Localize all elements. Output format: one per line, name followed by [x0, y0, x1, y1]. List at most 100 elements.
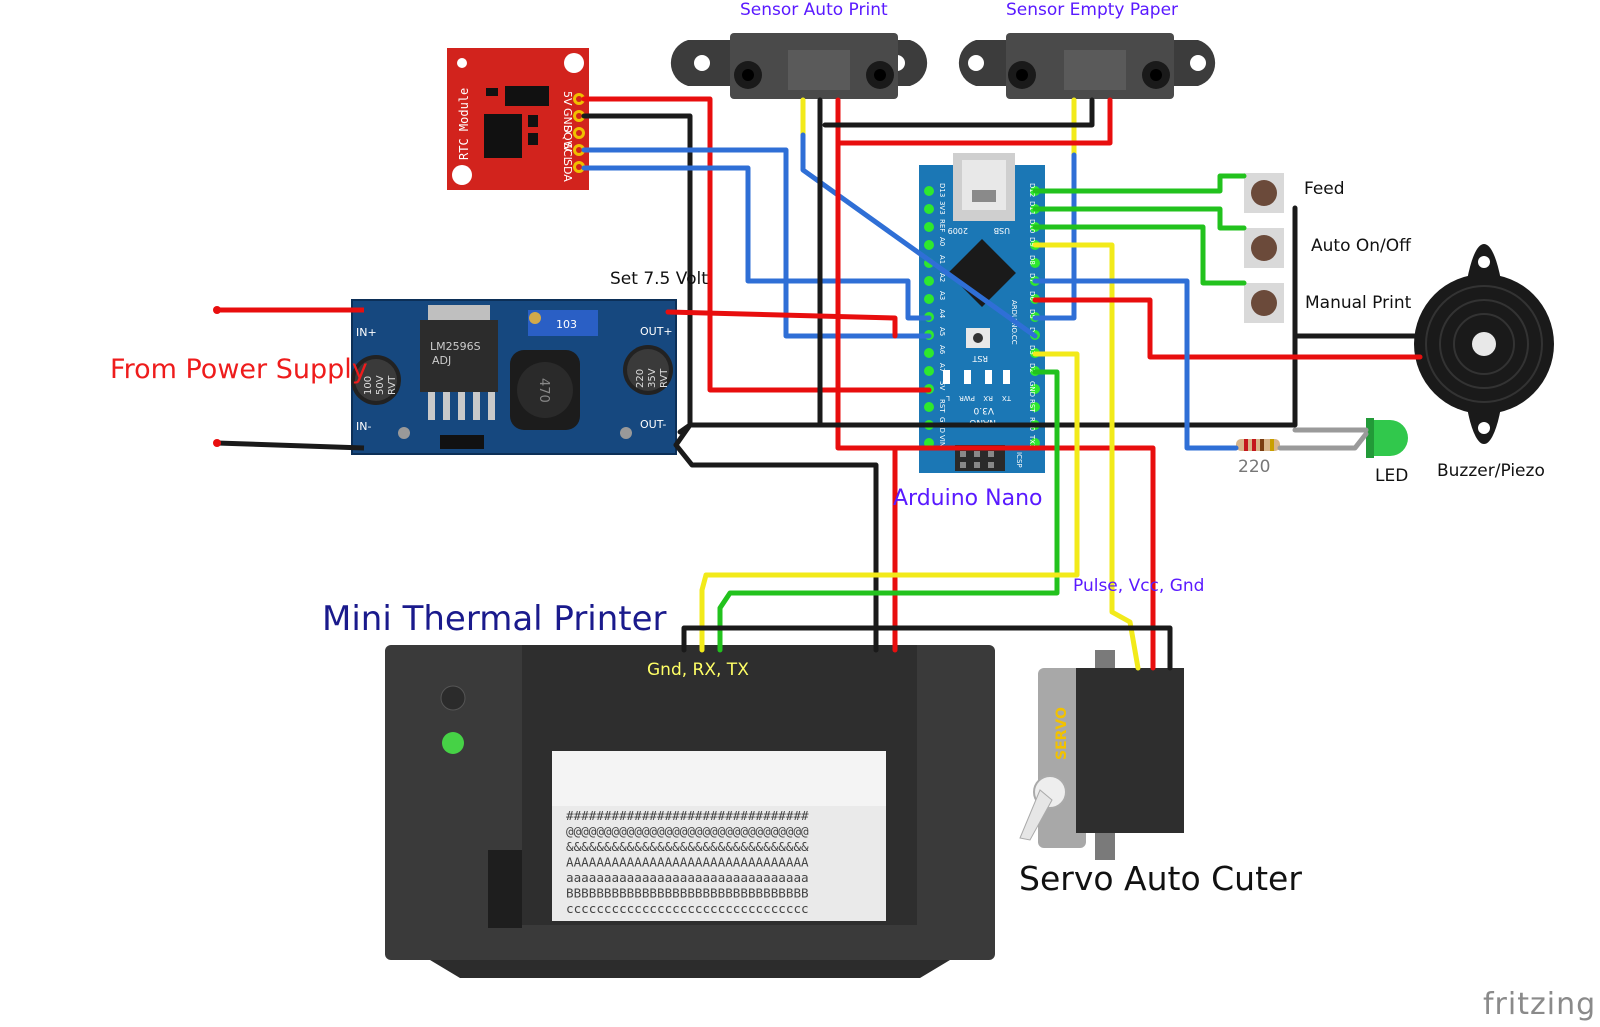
label-gnd-rx-tx: Gnd, RX, TX [647, 660, 749, 680]
power-supply-leads [213, 306, 365, 451]
cap-right-line3: RVT [659, 368, 670, 388]
thermal-printer: ################################@@@@@@@@… [385, 645, 995, 978]
nano-text-ver: V3.0 [973, 405, 994, 415]
wire [822, 97, 1095, 128]
nano-pin [924, 186, 934, 196]
paper-line: cccccccccccccccccccccccccccccccc [566, 901, 809, 916]
nano-pin [1030, 384, 1040, 394]
nano-pin-label: A0 [938, 237, 946, 246]
nano-pin-label: D13 [938, 183, 946, 197]
nano-pin-label: A5 [938, 327, 946, 336]
paper-line: aaaaaaaaaaaaaaaaaaaaaaaaaaaaaaaa [566, 870, 809, 885]
led [1366, 418, 1408, 458]
label-sensor-empty-paper: Sensor Empty Paper [1006, 0, 1179, 20]
wire [926, 445, 1156, 671]
nano-pin-label: TX1 [1028, 434, 1036, 449]
label-resistor-value: 220 [1238, 457, 1271, 477]
nano-pin-label: D5 [1028, 309, 1036, 319]
nano-pin-label: REF [938, 219, 946, 232]
nano-pin-label: GND [1028, 381, 1036, 397]
wire [681, 625, 1173, 671]
nano-text-year: 2009 [948, 226, 968, 235]
nano-pin [1030, 258, 1040, 268]
nano-pin-label: D8 [1028, 255, 1036, 265]
push-button-auto [1244, 228, 1284, 268]
nano-pin-label: D2 [1028, 363, 1036, 373]
wire [1032, 206, 1247, 231]
nano-led-l: L [946, 394, 950, 402]
resistor [1236, 439, 1280, 451]
buck-converter: 100 50V RVT 220 35V RVT LM2596S ADJ 470 … [351, 299, 677, 455]
nano-text-usb: USB [994, 226, 1010, 235]
rtc-pin-label: SDA [561, 159, 574, 182]
nano-pin-label: A2 [938, 273, 946, 282]
servo-label: SERVO [1054, 707, 1070, 760]
label-led: LED [1375, 466, 1409, 486]
label-servo-auto-cuter: Servo Auto Cuter [1019, 859, 1302, 898]
fritzing-logo: fritzing [1483, 987, 1597, 1022]
nano-pin-label: D3 [1028, 345, 1036, 355]
buzzer-piezo [1414, 244, 1554, 444]
nano-led-tx: TX [1002, 394, 1012, 402]
nano-pin [924, 348, 934, 358]
rtc-pin-label: SQW [561, 125, 574, 152]
nano-pin-label: A6 [938, 345, 946, 355]
nano-pin-label: RST [938, 399, 946, 413]
nano-led-rx: RX [983, 394, 993, 402]
label-feed: Feed [1304, 179, 1345, 199]
wire [1032, 242, 1141, 671]
rtc-title: RTC Module [457, 88, 471, 160]
nano-pin-label: 3V3 [938, 201, 946, 215]
nano-pin-label: A3 [938, 291, 946, 300]
buck-out-minus: OUT- [640, 418, 666, 431]
nano-pin-label: A1 [938, 255, 946, 264]
wire [581, 165, 932, 321]
nano-pin-label: D10 [1028, 219, 1036, 233]
label-set-voltage: Set 7.5 Volt [610, 269, 708, 289]
cap-right-line2: 35V [647, 368, 658, 388]
inductor-label: 470 [536, 378, 551, 403]
nano-pin-label: A4 [938, 309, 946, 319]
cap-left-line2: 50V [375, 375, 386, 395]
wire [1032, 278, 1239, 451]
nano-pin-label: D11 [1028, 201, 1036, 215]
nano-led-pwr: PWR [959, 394, 975, 402]
cap-right-line1: 220 [635, 369, 646, 388]
nano-pin-label: A7 [938, 363, 946, 372]
wire [800, 132, 1038, 339]
nano-text-icsp: ICSP [1015, 452, 1023, 468]
cap-left-line3: RVT [387, 375, 398, 395]
label-auto-on-off: Auto On/Off [1311, 236, 1411, 256]
nano-pin-label: D9 [1028, 237, 1036, 247]
label-sensor-auto-print: Sensor Auto Print [740, 0, 888, 20]
paper-line: BBBBBBBBBBBBBBBBBBBBBBBBBBBBBBBB [566, 886, 809, 901]
wire [1032, 173, 1247, 194]
nano-pin-label: VIN [938, 435, 946, 447]
wire [1032, 297, 1423, 360]
wire-group [581, 96, 1423, 671]
buck-out-plus: OUT+ [640, 325, 673, 338]
sensor-empty-paper [958, 33, 1216, 99]
nano-pin-label: 5V [938, 381, 946, 390]
cap-left-line1: 100 [363, 376, 374, 395]
nano-pin-label: RST [1028, 399, 1036, 413]
paper-line: &&&&&&&&&&&&&&&&&&&&&&&&&&&&&&&& [566, 839, 809, 854]
wire [835, 97, 932, 451]
buck-chip-label-2: ADJ [432, 354, 451, 367]
paper-line: @@@@@@@@@@@@@@@@@@@@@@@@@@@@@@@@ [566, 824, 809, 839]
push-button-feed [1244, 173, 1284, 213]
label-manual-print: Manual Print [1305, 293, 1412, 313]
buck-in-minus: IN- [356, 420, 371, 433]
wire [581, 147, 932, 339]
nano-pin [924, 294, 934, 304]
nano-pin [924, 276, 934, 286]
paper-line: ################################ [566, 808, 809, 823]
wire [717, 369, 1060, 653]
label-buzzer: Buzzer/Piezo [1437, 461, 1545, 481]
rtc-pin-label: GND [561, 108, 574, 133]
rtc-pin-label: SCL [561, 142, 574, 164]
nano-pin-label: D6 [1028, 291, 1036, 301]
